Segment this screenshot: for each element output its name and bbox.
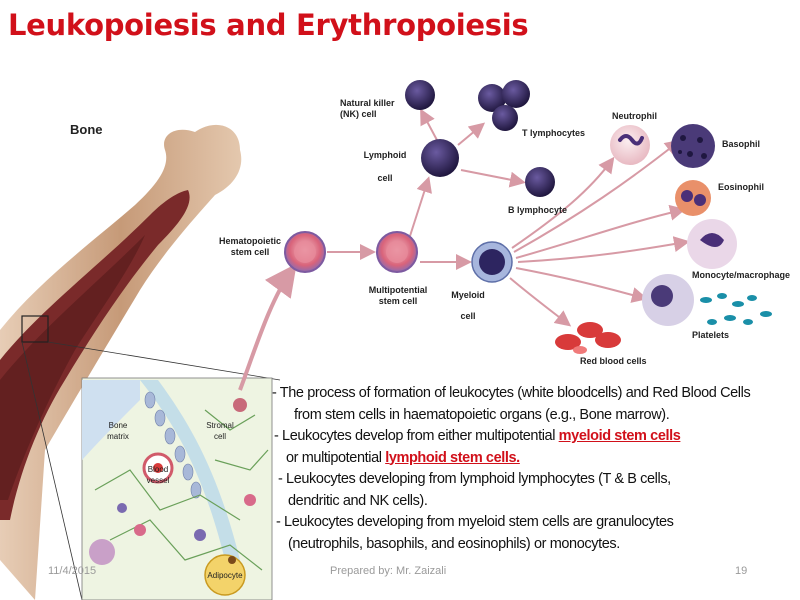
b-lymphocyte-icon	[525, 167, 555, 197]
bone-marrow-inset	[81, 377, 273, 600]
b-lymphocyte-label: B lymphocyte	[508, 205, 568, 215]
note-line: - The process of formation of leukocytes…	[272, 385, 751, 401]
hematopoietic-stem-cell-icon	[284, 231, 326, 273]
note-line: - Leukocytes developing from lymphoid ly…	[278, 471, 671, 487]
slide-presenter: Prepared by: Mr. Zaizali	[330, 565, 447, 577]
note-line: or multipotential lymphoid stem cells.	[286, 449, 520, 466]
t-lymphocytes-label: T lymphocytes	[522, 128, 586, 138]
notes-text-block: - The process of formation of leukocytes…	[272, 383, 792, 555]
monocyte-label: Monocyte/macrophage	[692, 270, 791, 280]
platelets-icon	[642, 274, 772, 326]
eosinophil-label: Eosinophil	[718, 182, 764, 192]
lymphoid-cell-icon	[421, 139, 459, 177]
bone-label: Bone	[70, 122, 103, 137]
neutrophil-label: Neutrophil	[612, 111, 657, 121]
platelets-label: Platelets	[692, 330, 730, 340]
basophil-icon	[671, 124, 715, 168]
lymphoid-highlight: lymphoid stem cells.	[385, 449, 520, 466]
eosinophil-icon	[675, 180, 711, 216]
note-line: (neutrophils, basophils, and eosinophils…	[288, 535, 620, 552]
slide-title: Leukopoiesis and Erythropoiesis	[8, 8, 529, 42]
nk-cell-label: Natural killer(NK) cell	[340, 98, 395, 119]
note-line: - Leukocytes developing from myeloid ste…	[276, 514, 674, 530]
bone-illustration	[0, 124, 281, 600]
basophil-label: Basophil	[722, 139, 761, 149]
adipocyte-label: Adipocyte	[207, 571, 243, 580]
note-line: dendritic and NK cells).	[288, 492, 428, 509]
myeloid-highlight: myeloid stem cells	[558, 428, 681, 444]
note-line: - Leukocytes develop from either multipo…	[274, 428, 681, 444]
red-blood-cells-label: Red blood cells	[580, 356, 647, 366]
t-lymphocytes-icon	[478, 80, 530, 131]
monocyte-icon	[687, 219, 737, 269]
note-line: from stem cells in haematopoietic organs…	[294, 406, 670, 423]
myeloid-cell-icon	[471, 241, 513, 283]
red-blood-cells-icon	[555, 322, 621, 354]
multipotential-stem-cell-icon	[376, 231, 418, 273]
neutrophil-icon	[610, 125, 650, 165]
slide-date: 11/4/2015	[48, 565, 97, 577]
hematopoiesis-diagram	[0, 80, 772, 600]
slide-page-number: 19	[735, 565, 748, 577]
nk-cell-icon	[405, 80, 435, 110]
